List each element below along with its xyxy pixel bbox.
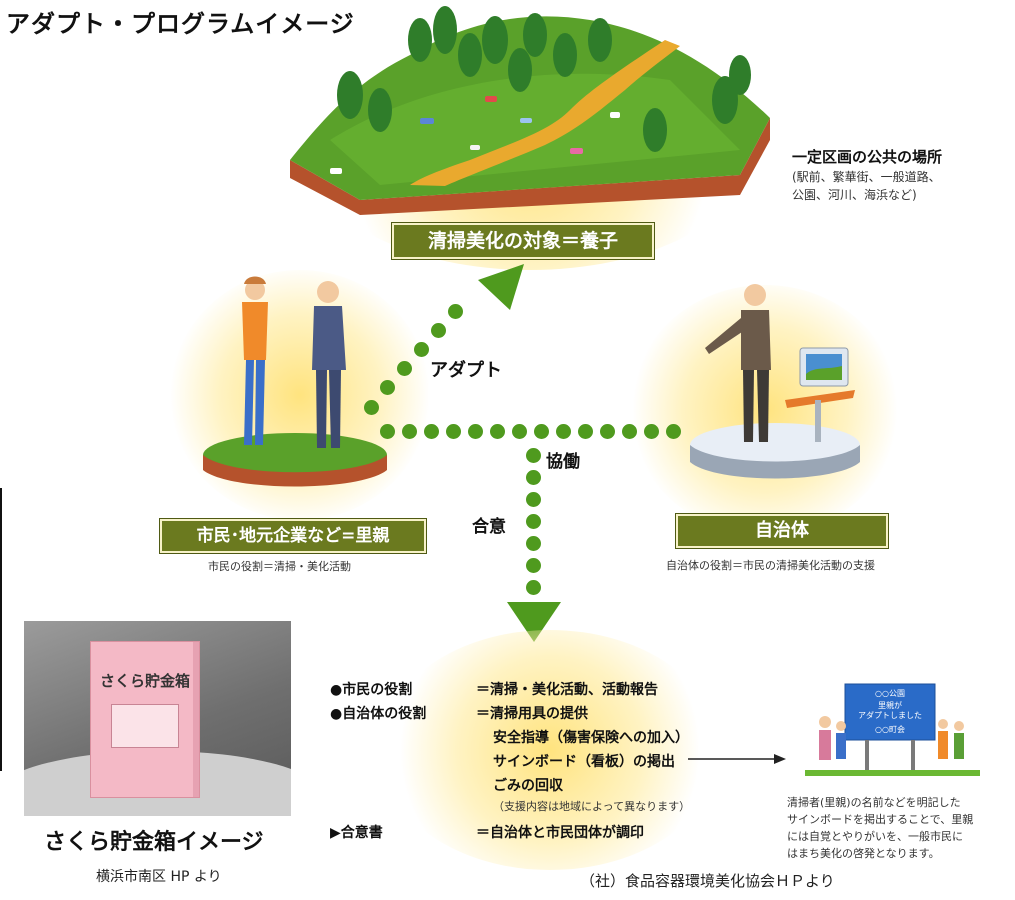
sakura-box-caption: さくら貯金箱イメージ <box>44 830 264 855</box>
place-detail-2: 公園、河川、海浜など) <box>792 188 917 202</box>
park-island-illustration <box>290 6 770 215</box>
adopt-dot <box>364 400 379 415</box>
agreement-dot <box>526 580 541 595</box>
adopt-arrowhead <box>478 264 524 310</box>
sakura-box-label: さくら貯金箱 <box>99 672 190 690</box>
citizen-role-label: ●市民の役割 <box>330 682 413 698</box>
left-divider <box>0 488 2 771</box>
signboard-note-1: 清掃者(里親)の名前などを明記した <box>787 796 961 809</box>
adopt-dot <box>431 323 446 338</box>
muni-role-value-3: サインボード（看板）の掲出 <box>493 754 675 770</box>
agreement-doc-label: ▶合意書 <box>330 825 383 841</box>
roles-glow <box>380 630 720 870</box>
cooperate-dot <box>600 424 615 439</box>
sign-line-1: ○○公園 <box>875 689 905 698</box>
agreement-doc-value: ＝自治体と市民団体が調印 <box>476 825 644 841</box>
adopt-label: アダプト <box>430 360 502 381</box>
sign-line-3: アダプトしました <box>858 711 922 720</box>
cooperate-dot <box>556 424 571 439</box>
agreement-dot <box>526 470 541 485</box>
cooperate-dot <box>402 424 417 439</box>
agreement-dot <box>526 492 541 507</box>
agreement-dot <box>526 536 541 551</box>
municipality-banner: 自治体 <box>676 514 888 548</box>
cooperate-dot <box>446 424 461 439</box>
cooperate-dot <box>490 424 505 439</box>
muni-role-value-2: 安全指導（傷害保険への加入） <box>493 730 689 746</box>
muni-role-value-1: ＝清掃用具の提供 <box>476 706 588 722</box>
cooperate-dot <box>644 424 659 439</box>
cooperate-label: 協働 <box>546 452 580 472</box>
target-banner: 清掃美化の対象＝養子 <box>392 223 654 259</box>
agreement-label: 合意 <box>472 517 506 537</box>
muni-role-value-4: ごみの回収 <box>493 778 563 794</box>
agreement-dot <box>526 558 541 573</box>
signboard-note-2: サインボードを掲出することで、里親 <box>787 813 974 826</box>
cooperate-dot <box>534 424 549 439</box>
citizen-role-note: 市民の役割＝清掃・美化活動 <box>208 560 351 573</box>
cooperate-dot <box>468 424 483 439</box>
cooperate-dot <box>424 424 439 439</box>
sakura-box-photo: さくら貯金箱 <box>24 621 291 816</box>
sakura-box-sticker <box>111 704 179 748</box>
cooperate-dot <box>666 424 681 439</box>
citizen-banner: 市民･地元企業など=里親 <box>160 519 426 553</box>
sakura-box-source: 横浜市南区 HP より <box>96 869 222 885</box>
adopt-dot <box>448 304 463 319</box>
adopt-dot <box>380 380 395 395</box>
source-credit: （社）食品容器環境美化協会ＨＰより <box>580 872 835 890</box>
cooperate-dot <box>622 424 637 439</box>
sign-line-2: 里親が <box>878 701 902 710</box>
adopt-dot <box>397 361 412 376</box>
muni-role-note: （支援内容は地域によって異なります） <box>493 800 691 813</box>
citizen-role-value: ＝清掃・美化活動、活動報告 <box>476 682 658 698</box>
cooperate-dot <box>512 424 527 439</box>
signboard-note-3: には自覚とやりがいを、一般市民に <box>787 830 963 843</box>
place-heading: 一定区画の公共の場所 <box>792 148 943 166</box>
cooperate-dot <box>578 424 593 439</box>
agreement-arrowhead <box>507 602 561 642</box>
signboard-note-4: はまち美化の啓発となります。 <box>787 847 940 860</box>
adopt-dot <box>414 342 429 357</box>
agreement-dot <box>526 514 541 529</box>
citizens-illustration <box>203 276 387 487</box>
place-detail-1: (駅前、繁華街、一般道路、 <box>792 170 941 184</box>
cooperate-dot <box>380 424 395 439</box>
muni-role-label: ●自治体の役割 <box>330 706 427 722</box>
page-title: アダプト・プログラムイメージ <box>6 10 355 38</box>
signboard-pointer-arrow <box>688 754 786 764</box>
signboard-illustration <box>805 683 980 776</box>
agreement-dot <box>526 448 541 463</box>
sign-line-4: ○○町会 <box>875 725 905 734</box>
municipality-role-note: 自治体の役割＝市民の清掃美化活動の支援 <box>666 559 875 572</box>
sakura-box: さくら貯金箱 <box>90 641 200 798</box>
municipality-illustration <box>690 284 860 479</box>
